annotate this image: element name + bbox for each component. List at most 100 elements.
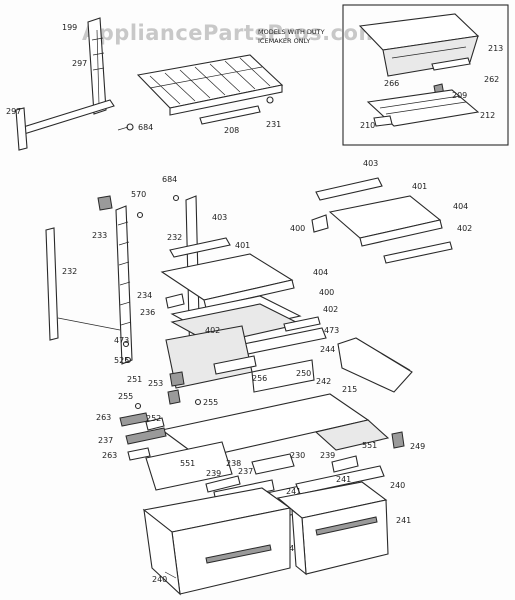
left-drawer-side (143, 508, 181, 596)
rail-239 (205, 475, 241, 493)
part-label-199: 199 (62, 23, 77, 32)
crisper-drawers (142, 481, 389, 596)
shelf-frame-404 (359, 219, 443, 247)
clip-263 (127, 447, 151, 461)
right-drawer-side (291, 508, 307, 576)
clip-233 (97, 195, 113, 211)
part-label-551: 551 (362, 441, 377, 450)
part-label-402: 402 (323, 305, 338, 314)
clip-210 (373, 115, 393, 127)
center-shelf-stack (122, 237, 413, 410)
part-label-232: 232 (167, 233, 182, 242)
ice-bin-266 (382, 35, 479, 77)
upright-232 (45, 227, 59, 341)
part-label-404: 404 (313, 268, 328, 277)
part-label-237: 237 (98, 436, 113, 445)
screw-570-icon (136, 211, 144, 219)
part-label-404: 404 (453, 202, 468, 211)
part-label-240: 240 (152, 575, 167, 584)
part-label-242: 242 (316, 377, 331, 386)
rail-230 (251, 453, 295, 475)
inset-note-line: ICEMAKER ONLY (258, 37, 310, 45)
part-label-239: 239 (320, 451, 335, 460)
end-bracket (15, 107, 28, 151)
crisper-frame-551 (145, 441, 233, 491)
trim-237 (125, 427, 167, 445)
part-label-241: 241 (396, 516, 411, 525)
part-label-262: 262 (484, 75, 499, 84)
screw-255-icon (134, 402, 142, 410)
part-label-212: 212 (480, 111, 495, 120)
shelf-front-edge (169, 84, 283, 116)
bracket-253 (167, 389, 181, 405)
rail-239-right (331, 455, 359, 473)
bottom-rail-297 (19, 99, 115, 135)
part-label-400: 400 (290, 224, 305, 233)
part-label-473: 473 (324, 326, 339, 335)
part-label-263: 263 (96, 413, 111, 422)
part-label-238: 238 (226, 459, 241, 468)
part-label-251: 251 (127, 375, 142, 384)
bracket-249 (391, 431, 405, 449)
part-label-263: 263 (102, 451, 117, 460)
crisper-frame-right (314, 419, 390, 451)
part-label-208: 208 (224, 126, 239, 135)
part-label-297: 297 (72, 59, 87, 68)
part-label-250: 250 (296, 369, 311, 378)
part-label-402: 402 (457, 224, 472, 233)
part-label-252: 252 (146, 414, 161, 423)
freezer-shelf-assembly (15, 17, 284, 151)
ice-bin-rail-262 (431, 57, 471, 71)
part-label-684: 684 (162, 175, 177, 184)
shelf-rail-208 (199, 105, 261, 125)
part-label-525: 525 (114, 356, 129, 365)
left-drawer-handle (205, 544, 272, 564)
shelf-trim-402 (383, 241, 453, 264)
part-label-241: 241 (284, 544, 299, 553)
ladder-rail (115, 205, 133, 365)
part-label-210: 210 (360, 121, 375, 130)
part-label-209: 209 (452, 91, 467, 100)
bracket-251 (169, 371, 185, 387)
part-label-230: 230 (290, 451, 305, 460)
part-label-400: 400 (319, 288, 334, 297)
part-label-255: 255 (118, 392, 133, 401)
right-shelf-assembly (311, 177, 453, 264)
spacer-473 (283, 316, 321, 332)
screw-231-icon (266, 96, 274, 104)
bracket-252 (145, 417, 165, 431)
part-label-402: 402 (205, 326, 220, 335)
part-label-237: 237 (238, 467, 253, 476)
part-label-255: 255 (203, 398, 218, 407)
part-label-213: 213 (488, 44, 503, 53)
part-label-239: 239 (206, 469, 221, 478)
part-label-234: 234 (137, 291, 152, 300)
part-label-403: 403 (212, 213, 227, 222)
part-label-551: 551 (180, 459, 195, 468)
rail-236 (213, 355, 257, 375)
part-label-256: 256 (252, 374, 267, 383)
shelf-trim-403 (315, 177, 383, 201)
trim-263 (119, 412, 149, 427)
part-label-244: 244 (320, 345, 335, 354)
part-label-240: 240 (390, 481, 405, 490)
part-label-233: 233 (92, 231, 107, 240)
screw-473-icon (122, 340, 130, 348)
part-label-232: 232 (62, 267, 77, 276)
part-label-241: 241 (286, 487, 301, 496)
deli-bin-215 (337, 337, 413, 393)
part-label-231: 231 (266, 120, 281, 129)
part-label-253: 253 (148, 379, 163, 388)
watermark: AppliancePartsPros.com (82, 21, 381, 45)
shelf-trim-403 (169, 237, 231, 258)
part-label-401: 401 (235, 241, 250, 250)
part-label-473: 473 (114, 336, 129, 345)
part-label-297: 297 (6, 107, 21, 116)
part-label-266: 266 (384, 79, 399, 88)
inset-frame (342, 4, 509, 146)
part-label-403: 403 (363, 159, 378, 168)
part-label-241: 241 (336, 475, 351, 484)
screw-684-icon (172, 194, 180, 202)
drawer-cover-250 (251, 359, 315, 393)
